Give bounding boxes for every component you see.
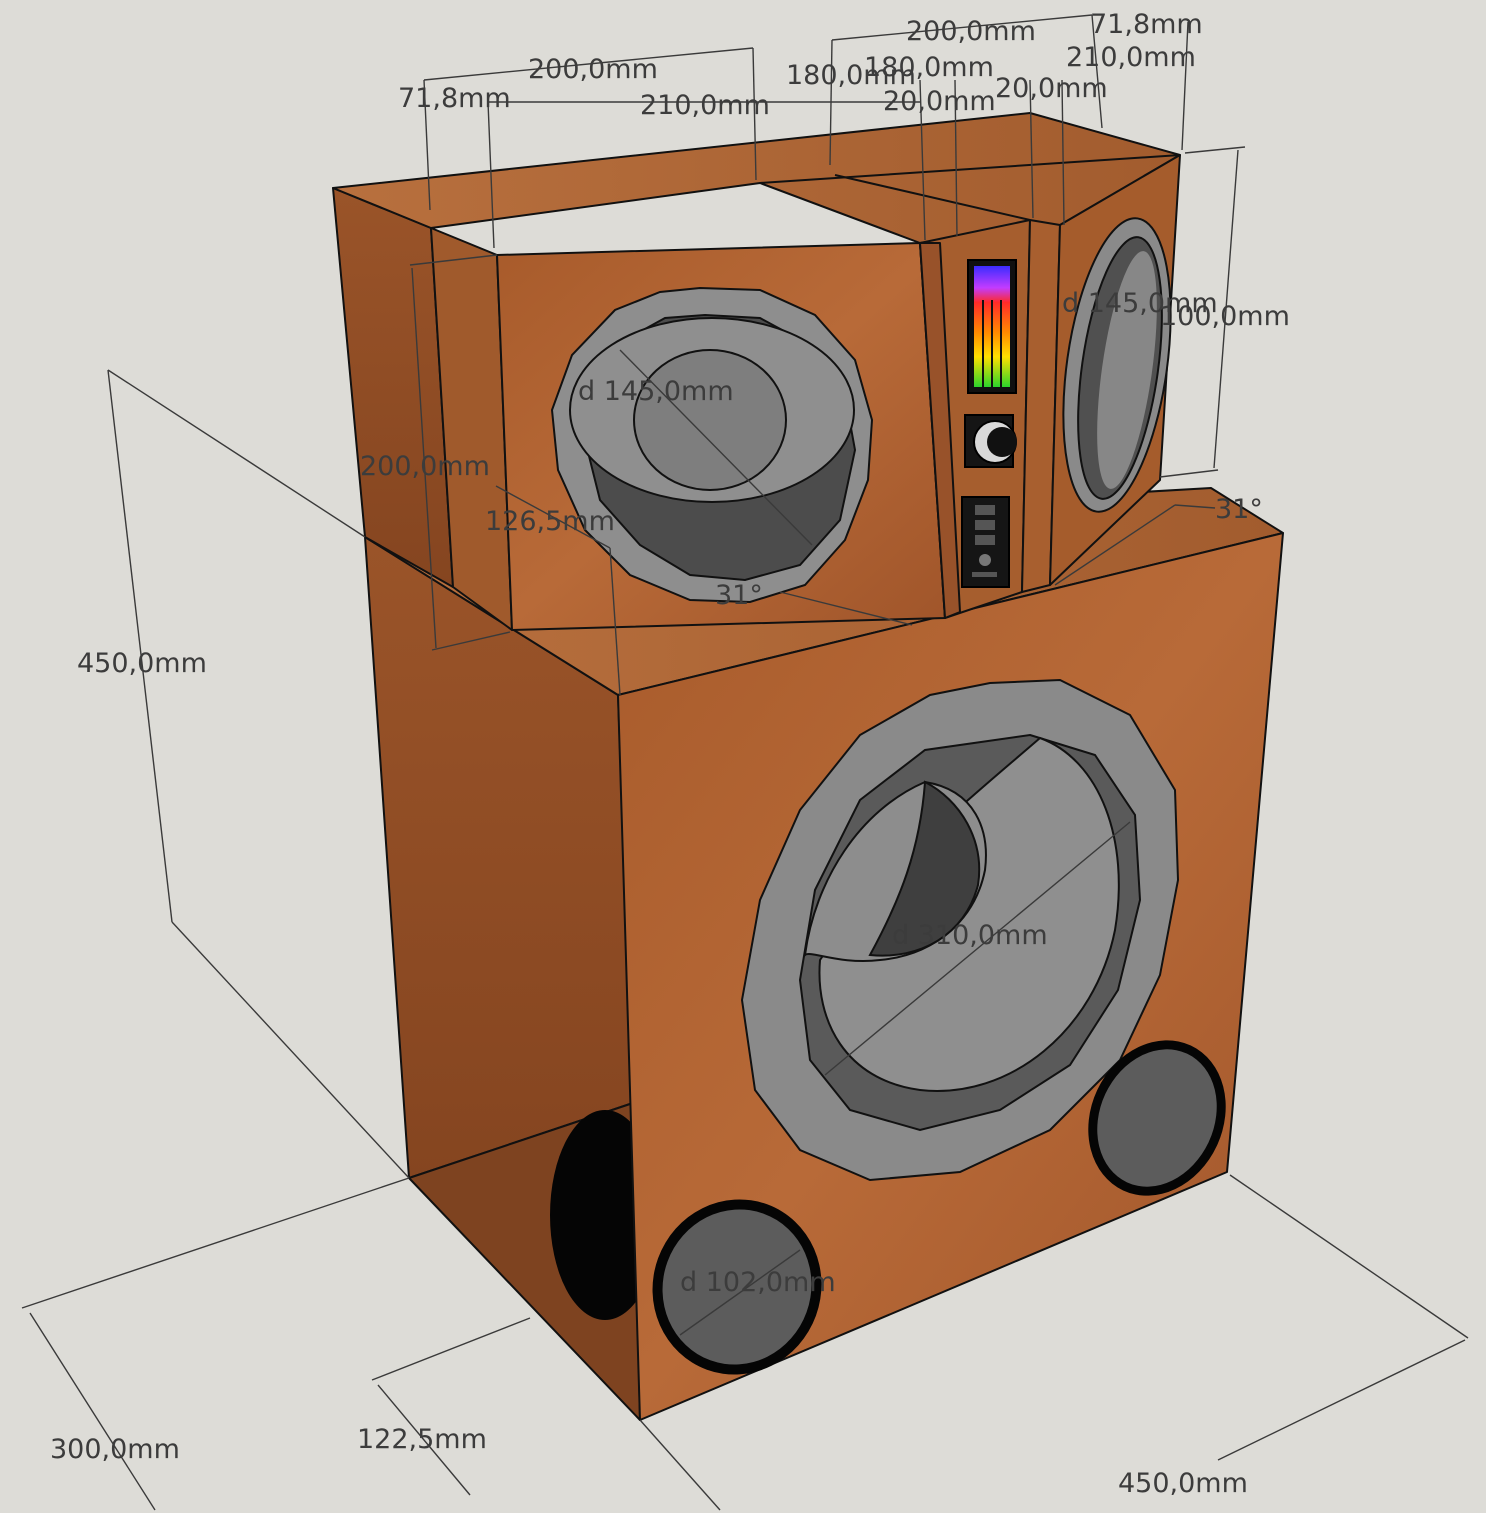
mid-driver-left (550, 286, 874, 604)
dim-top-left-depth: 210,0mm (640, 90, 770, 121)
dim-upper-side-height: 100,0mm (1160, 301, 1290, 332)
dimension-labels: 200,0mm 71,8mm 210,0mm 180,0mm 180,0mm 2… (50, 9, 1290, 1499)
dim-mid-driver-left: d 145,0mm (578, 376, 734, 407)
dim-angle-left: 31° (715, 580, 763, 611)
dim-mid-driver-right: d 145,0mm (1062, 288, 1218, 319)
dim-top-right-width: 200,0mm (906, 16, 1036, 47)
dim-top-center-b: 180,0mm (864, 52, 994, 83)
dim-top-right-depth: 210,0mm (1066, 42, 1196, 73)
dim-port: d 102,0mm (680, 1267, 836, 1298)
input-panel-icon[interactable] (961, 496, 1010, 588)
dim-top-right-offset: 71,8mm (1090, 9, 1203, 40)
dim-top-left-width: 200,0mm (528, 54, 658, 85)
dim-top-left-offset: 71,8mm (398, 83, 511, 114)
dim-base-depth: 300,0mm (50, 1434, 180, 1465)
dim-top-center-a: 180,0mm (786, 60, 916, 91)
dim-top-right-strip: 20,0mm (995, 73, 1108, 104)
level-meter-icon (967, 259, 1017, 394)
port-front-right (1088, 1040, 1226, 1196)
dim-base-width: 450,0mm (1118, 1468, 1248, 1499)
dim-base-recess: 122,5mm (357, 1424, 487, 1455)
dim-total-height: 450,0mm (77, 648, 207, 679)
woofer-driver (740, 678, 1180, 1182)
dim-woofer: d 310,0mm (892, 920, 1048, 951)
volume-knob-icon[interactable] (964, 414, 1017, 468)
port-front-left (652, 1199, 822, 1375)
dim-upper-height: 200,0mm (360, 451, 490, 482)
dimension-lines (21, 14, 1469, 1511)
dim-upper-inset: 126,5mm (485, 506, 615, 537)
dim-angle-right: 31° (1215, 494, 1263, 525)
mid-driver-right (1062, 217, 1172, 513)
dim-top-center-strip: 20,0mm (883, 86, 996, 117)
